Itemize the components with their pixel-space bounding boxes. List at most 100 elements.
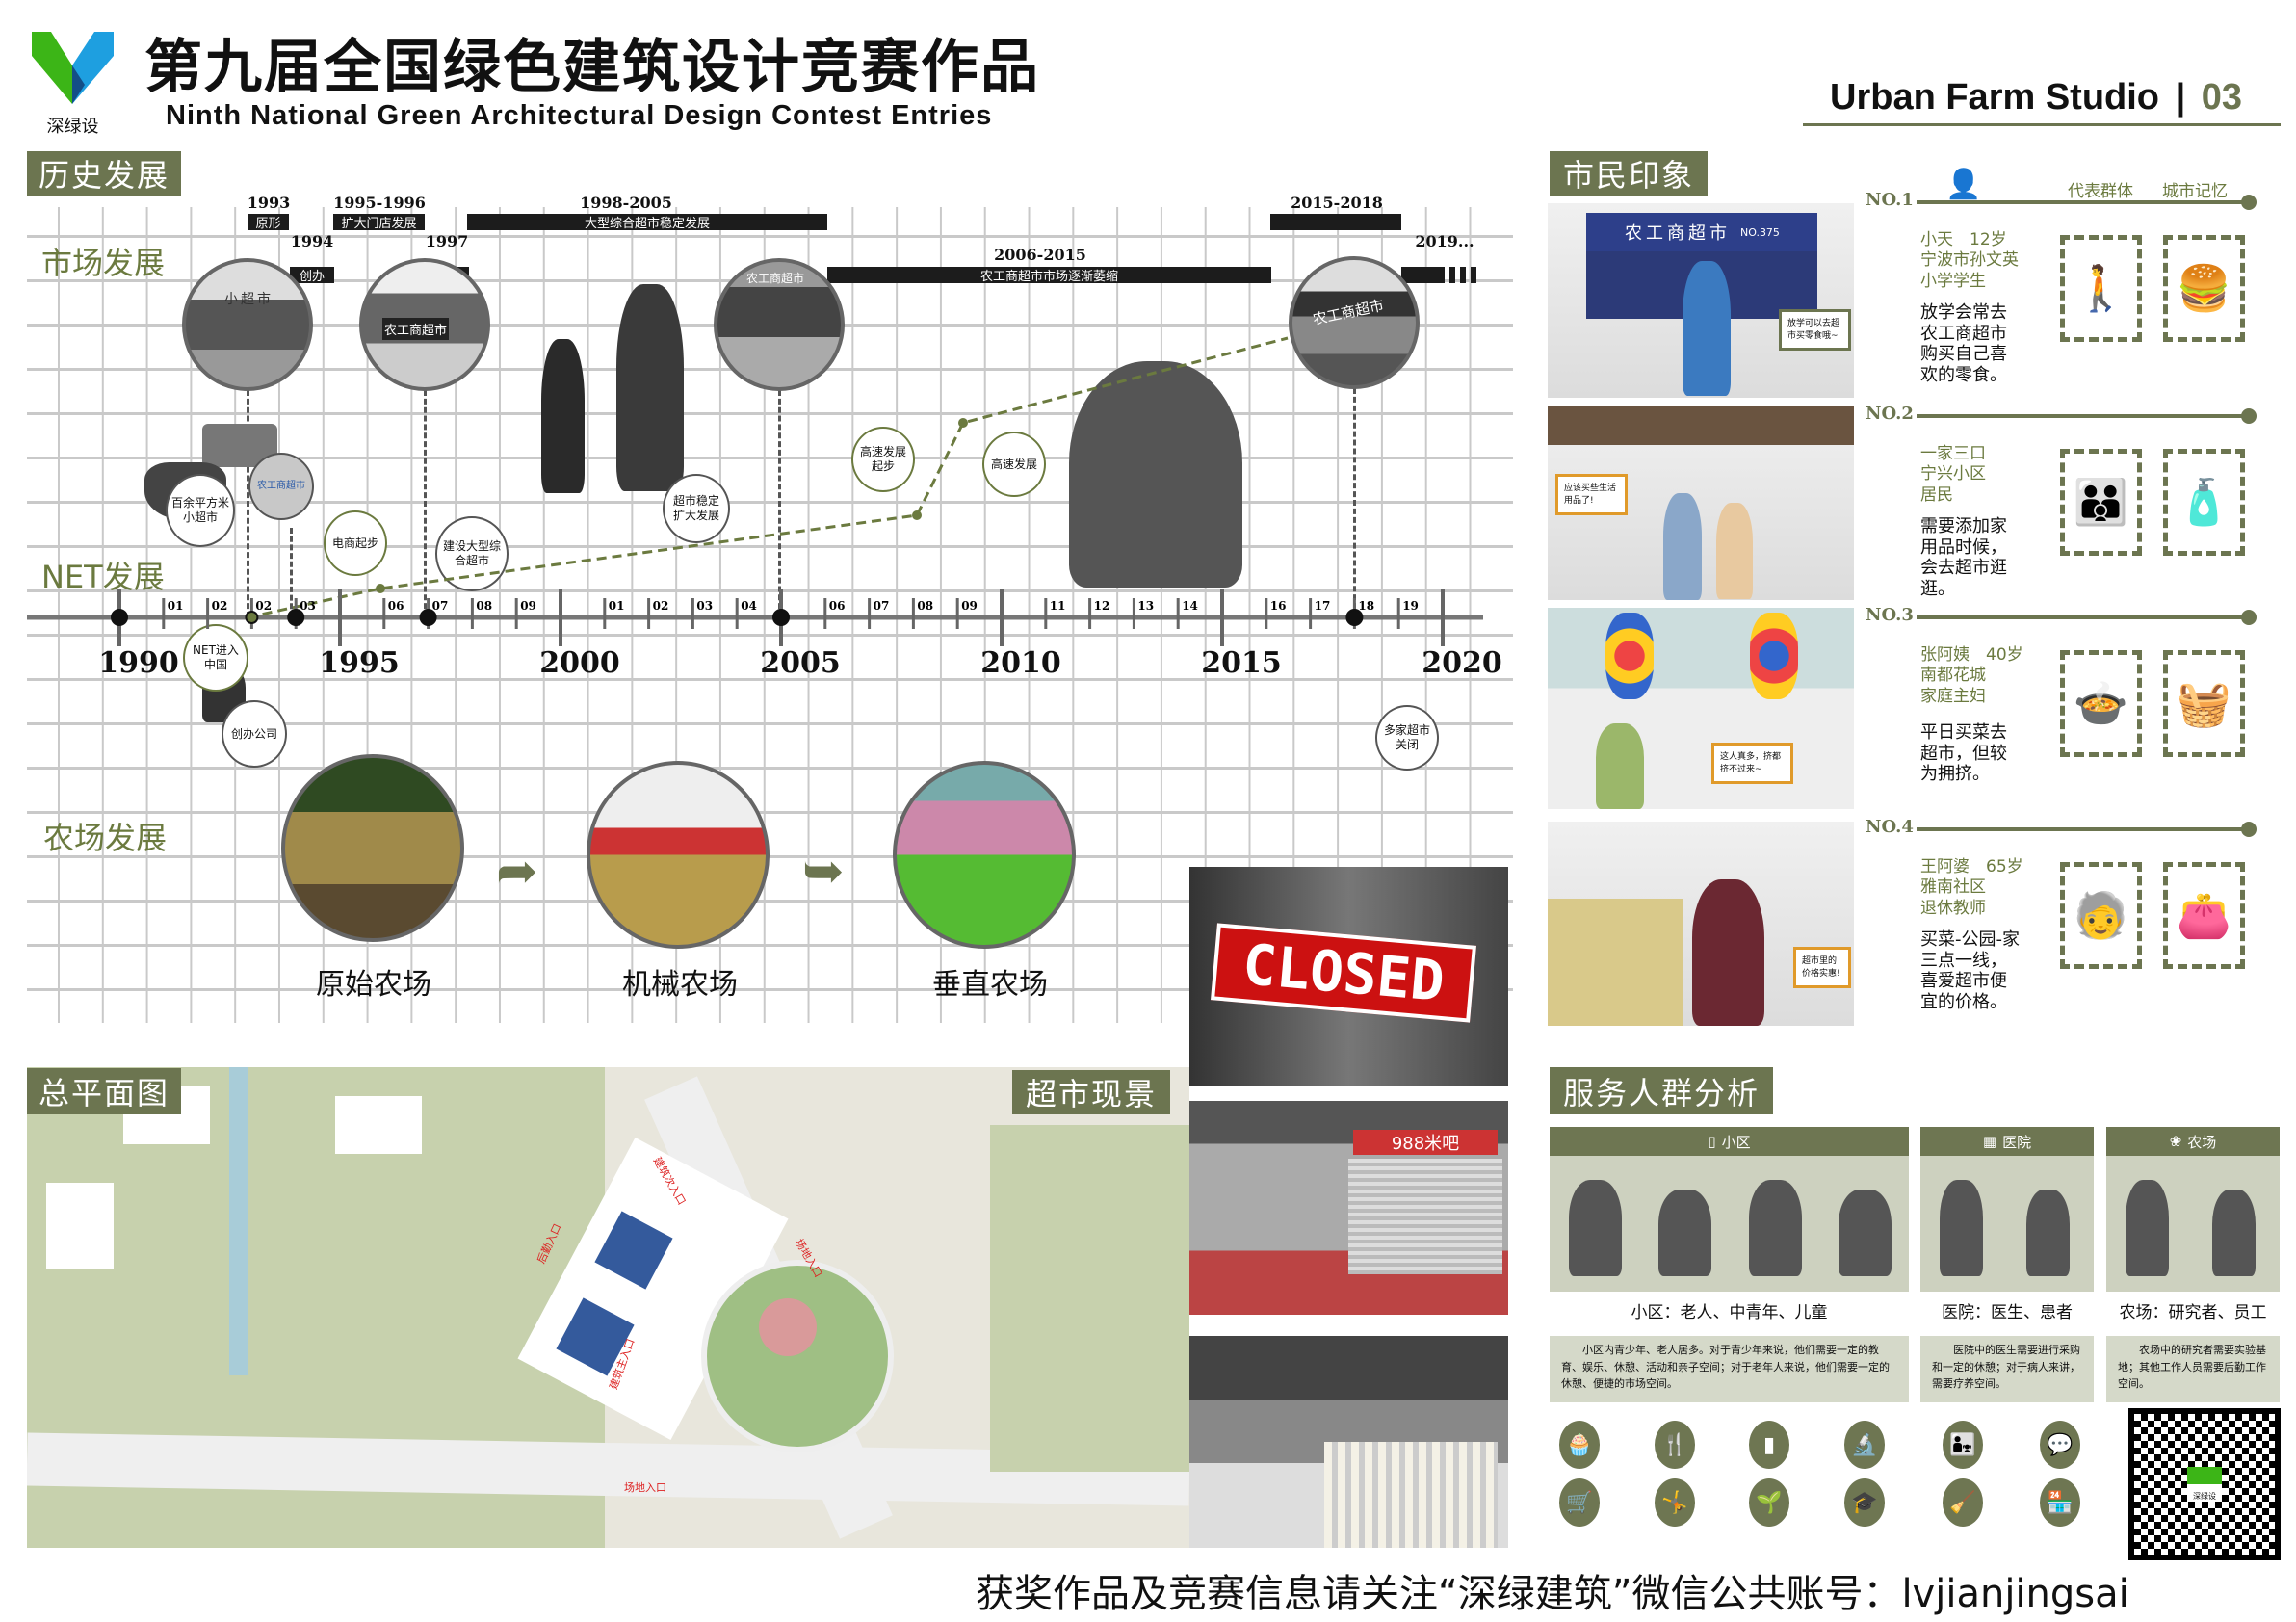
farm-photo-vertical (893, 761, 1076, 949)
shop-icon: 🏪 (2040, 1478, 2080, 1527)
person-outline-icon: 👤 (1945, 168, 1982, 201)
person-silhouette (616, 284, 684, 491)
bubble-stable-expansion: 超市稳定扩大发展 (663, 474, 730, 543)
service-people-image (1920, 1156, 2094, 1292)
store-sign: 农工商超市 (746, 272, 805, 285)
person-silhouette (1658, 1190, 1712, 1276)
citizen-photo-4: 超市里的价格实惠! (1548, 822, 1854, 1026)
event-connector (778, 390, 781, 617)
citizen-divider (1917, 610, 2257, 625)
bubble-build-hypermarket: 建设大型综合超市 (435, 516, 509, 591)
service-description: 农场中的研究者需要实验基地；其他工作人员需要后勤工作空间。 (2106, 1336, 2280, 1402)
trend-point (912, 510, 922, 520)
photo-2018-closed-store: 农工商超市 (1289, 256, 1420, 389)
header-underline (1803, 123, 2281, 126)
bar-year: 2006-2015 (994, 246, 1086, 264)
river (229, 1067, 248, 1375)
bar-continuation (1449, 267, 1481, 283)
event-connector (247, 390, 249, 617)
empty-shelves (1324, 1442, 1498, 1548)
service-header-title: 农场 (2187, 1133, 2217, 1151)
speech-bubble: 这人真多，挤都挤不过来~ (1711, 743, 1793, 785)
wallet-icon: 👛 (2176, 889, 2232, 941)
year-label: 2015 (1201, 646, 1282, 680)
bar-year: 2019... (1415, 232, 1474, 250)
service-header-title: 医院 (2002, 1133, 2032, 1151)
minor-tick-label: 02 (212, 599, 228, 613)
event-dot (287, 609, 305, 626)
timeline-bar: 扩大门店发展 (333, 214, 425, 231)
person-silhouette (1716, 503, 1753, 599)
bar-year: 1994 (290, 232, 334, 250)
citizen-memory-text: 放学会常去 农工商超市 购买自己喜 欢的零食。 (1920, 302, 2007, 385)
citizen-photo-2: 应该买些生活用品了! (1548, 406, 1854, 600)
minor-tick-label: 03 (300, 599, 316, 613)
photo-empty-interior (1189, 1336, 1508, 1548)
basket-icon: 🧺 (2176, 677, 2232, 729)
citizen-profile: 一家三口 宁兴小区 居民 (1920, 444, 1986, 505)
cake-icon: 🧁 (1559, 1421, 1600, 1469)
building (46, 1183, 114, 1269)
person-silhouette (1569, 1180, 1622, 1276)
minor-tick-label: 11 (1050, 599, 1066, 613)
person-silhouette (1692, 879, 1764, 1026)
event-dot (111, 609, 128, 626)
citizen-memory-text: 平日买菜去 超市，但较 为拥挤。 (1920, 722, 2007, 785)
trend-line (247, 336, 1289, 619)
category-market: 市场发展 (41, 245, 166, 281)
minor-tick-label: 08 (476, 599, 492, 613)
column-header-memory: 城市记忆 (2162, 182, 2228, 201)
event-connector (290, 528, 293, 617)
hospital-icon: ▦ (1982, 1133, 1997, 1150)
parent-child-icon: 👨‍👧 (1943, 1421, 1983, 1469)
site-plan: 建筑次入口 后勤入口 场地入口 建筑主入口 场地入口 (27, 1067, 1189, 1548)
service-description: 小区内青少年、老人居多。对于青少年来说，他们需要一定的教育、娱乐、休憩、活动和亲… (1550, 1336, 1909, 1402)
minor-tick-label: 09 (961, 599, 978, 613)
bar-year: 1995-1996 (333, 194, 426, 212)
scene-tag: 超市现景 (1012, 1070, 1170, 1114)
minor-tick-label: 07 (874, 599, 890, 613)
person-silhouette (1663, 493, 1702, 600)
person-silhouette (541, 339, 585, 493)
site-plan-tag: 总平面图 (27, 1068, 181, 1114)
minor-tick-label: 19 (1402, 599, 1419, 613)
memory-icon-box: 🧴 (2163, 449, 2245, 556)
timeline-bar (1270, 214, 1401, 230)
category-farm: 农场发展 (43, 820, 168, 856)
citizen-profile: 张阿姨 40岁 南都花城 家庭主妇 (1920, 645, 2023, 706)
photo-1997-store: 农工商超市 (359, 258, 490, 391)
bar-year: 2015-2018 (1291, 194, 1383, 212)
service-caption: 小区：老人、中青年、儿童 (1631, 1303, 1828, 1322)
timeline-bar: 农工商超市市场逐渐萎缩 (827, 267, 1271, 284)
minor-tick-label: 06 (829, 599, 846, 613)
minor-tick-label: 18 (1358, 599, 1374, 613)
person-silhouette (1683, 261, 1731, 396)
garden (701, 1260, 894, 1452)
trend-point (376, 584, 385, 593)
title-cn: 第九届全国绿色建筑设计竞赛作品 (144, 34, 1040, 101)
ceiling (1548, 406, 1854, 445)
timeline-bar: 大型综合超市稳定发展 (467, 214, 827, 231)
event-dot (419, 609, 437, 626)
service-header-2: ❀农场 (2106, 1127, 2280, 1156)
farm-label: 垂直农场 (932, 968, 1048, 1002)
footer-text: 获奖作品及竞赛信息请关注“深绿建筑”微信公共账号：lvjianjingsai (976, 1572, 2129, 1616)
group-icon-box: 🚶 (2060, 235, 2142, 342)
minor-tick-label: 02 (653, 599, 669, 613)
logo: 深绿设 (27, 27, 118, 137)
photo-small-store: 小超市 (182, 258, 313, 391)
qr-code: 深绿设 (2128, 1408, 2281, 1560)
bar-year: 1993 (247, 194, 291, 212)
service-people-image (2106, 1156, 2280, 1292)
event-connector (1353, 388, 1356, 617)
bar-year: 1997 (425, 232, 469, 250)
store-sign-board: 农工商超市 NO.375 (1586, 213, 1817, 251)
studio-separator: | (2175, 77, 2186, 118)
cart-icon: 🛒 (1559, 1478, 1600, 1527)
service-caption: 医院：医生、患者 (1942, 1303, 2073, 1322)
exercise-icon: 🤸 (1655, 1478, 1695, 1527)
minor-tick-label: 09 (520, 599, 536, 613)
citizen-profile: 王阿婆 65岁 雅南社区 退休教师 (1920, 857, 2023, 918)
citizen-divider (1917, 408, 2257, 424)
speech-bubble: 放学可以去超市买零食哦~ (1779, 309, 1851, 352)
